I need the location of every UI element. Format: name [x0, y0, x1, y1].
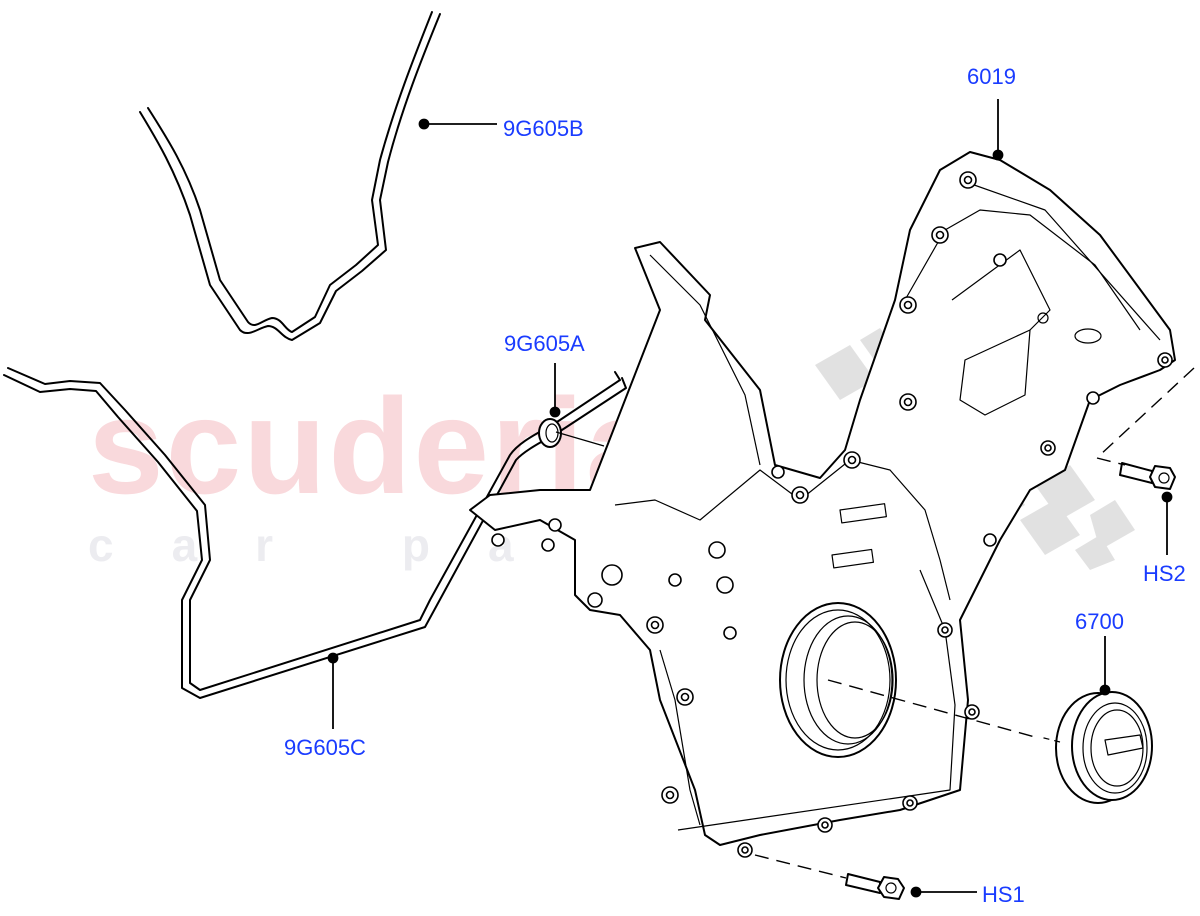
lower-gasket-drawing: [3, 367, 627, 699]
callout-9g605c[interactable]: 9G605C: [284, 735, 366, 760]
callout-hs1[interactable]: HS1: [982, 882, 1025, 907]
callout-hs2[interactable]: HS2: [1143, 561, 1186, 586]
alignment-lines: [754, 367, 1195, 879]
callout-6019[interactable]: 6019: [967, 64, 1016, 89]
bolt-hs1-drawing: [845, 873, 905, 900]
callout-9g605b[interactable]: 9G605B: [503, 116, 584, 141]
leader-lines: [327, 99, 1173, 898]
callout-6700[interactable]: 6700: [1075, 609, 1124, 634]
bolt-hs2-drawing: [1119, 462, 1176, 490]
callout-9g605a[interactable]: 9G605A: [504, 331, 585, 356]
upper-gasket-drawing: [139, 11, 441, 341]
timing-cover-drawing: [469, 151, 1176, 858]
crankshaft-seal-drawing: [1039, 691, 1153, 804]
seal-ring-drawing: [538, 418, 605, 448]
